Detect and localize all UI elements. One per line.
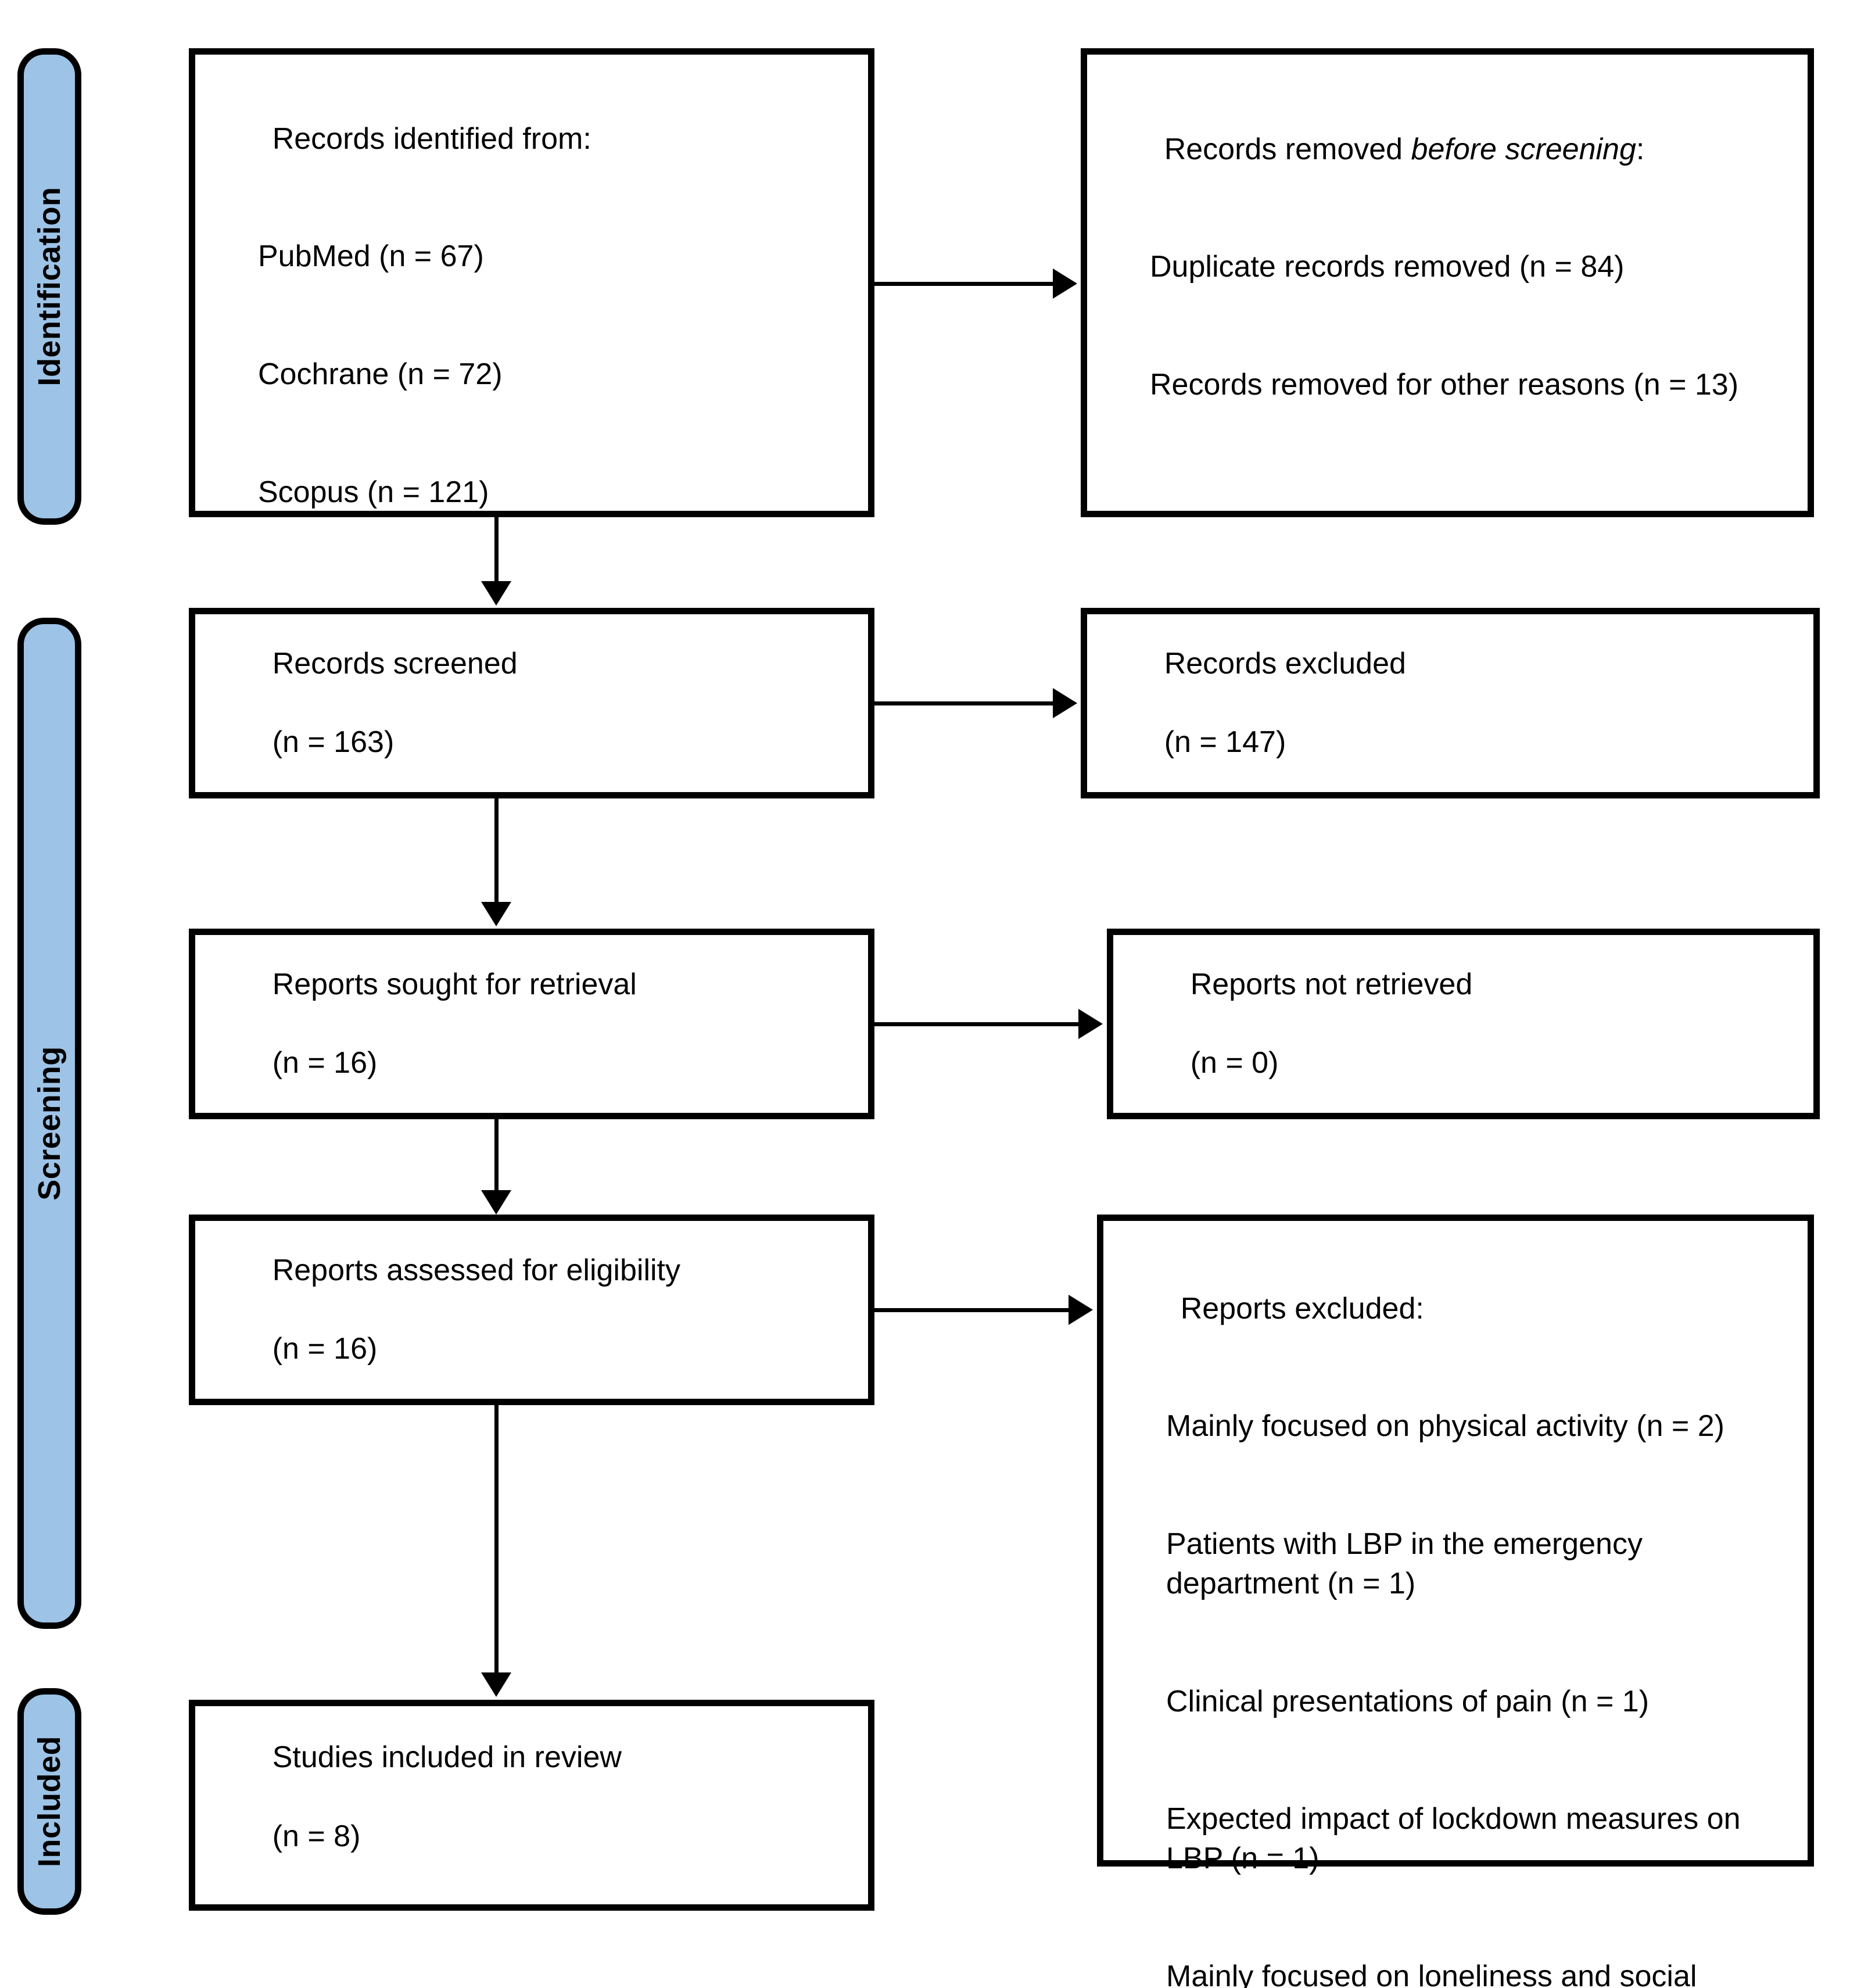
- box-records-screened-text: Records screened (n = 163): [222, 605, 853, 801]
- arrow-screened-to-excluded: [1053, 688, 1077, 718]
- box-reports-assessed-text: Reports assessed for eligibility (n = 16…: [222, 1212, 853, 1408]
- connector-screened-to-sought: [494, 798, 499, 917]
- box-records-removed-text: Records removed before screening: Duplic…: [1114, 91, 1792, 483]
- arrow-sought-to-assessed: [481, 1190, 511, 1215]
- records-identified-item-1: Cochrane (n = 72): [258, 357, 503, 392]
- connector-identified-to-removed: [874, 282, 1056, 286]
- studies-included-line2: (n = 8): [272, 1819, 361, 1853]
- records-removed-heading-suffix: :: [1636, 132, 1645, 166]
- reports-sought-line2: (n = 16): [272, 1045, 378, 1080]
- box-records-screened: Records screened (n = 163): [189, 608, 874, 798]
- arrow-identified-to-removed: [1053, 268, 1077, 299]
- reports-sought-line1: Reports sought for retrieval: [272, 967, 637, 1001]
- records-removed-heading-plain: Records removed: [1164, 132, 1411, 166]
- records-identified-heading: Records identified from:: [272, 121, 591, 156]
- records-identified-item-0: PubMed (n = 67): [258, 239, 484, 274]
- records-removed-item-0: Duplicate records removed (n = 84): [1150, 250, 1625, 284]
- reports-excluded-item-0: Mainly focused on physical activity (n =…: [1166, 1409, 1724, 1443]
- reports-not-retrieved-line2: (n = 0): [1190, 1045, 1279, 1080]
- reports-excluded-heading: Reports excluded:: [1180, 1291, 1424, 1326]
- connector-screened-to-excluded: [874, 701, 1056, 705]
- connector-identified-to-screened: [494, 517, 499, 594]
- reports-excluded-item-1: Patients with LBP in the emergency depar…: [1166, 1527, 1651, 1600]
- box-reports-not-retrieved: Reports not retrieved (n = 0): [1107, 929, 1820, 1119]
- records-identified-item-2: Scopus (n = 121): [258, 475, 489, 509]
- arrow-screened-to-sought: [481, 902, 511, 926]
- box-records-removed-before-screening: Records removed before screening: Duplic…: [1081, 48, 1814, 517]
- connector-sought-to-assessed: [494, 1119, 499, 1208]
- phase-label-identification: Identification: [32, 187, 67, 386]
- box-records-identified: Records identified from: PubMed (n = 67)…: [189, 48, 874, 517]
- box-reports-assessed: Reports assessed for eligibility (n = 16…: [189, 1215, 874, 1405]
- reports-excluded-item-4: Mainly focused on loneliness and social …: [1166, 1959, 1697, 1988]
- connector-assessed-to-excluded: [874, 1308, 1072, 1312]
- phase-bar-screening: Screening: [17, 618, 81, 1629]
- box-studies-included: Studies included in review (n = 8): [189, 1700, 874, 1911]
- records-screened-line1: Records screened: [272, 646, 518, 680]
- arrow-identified-to-screened: [481, 581, 511, 606]
- box-studies-included-text: Studies included in review (n = 8): [222, 1699, 853, 1896]
- phase-label-included: Included: [32, 1735, 67, 1868]
- records-removed-item-1: Records removed for other reasons (n = 1…: [1150, 368, 1739, 402]
- box-reports-sought: Reports sought for retrieval (n = 16): [189, 929, 874, 1119]
- connector-assessed-to-included: [494, 1405, 499, 1690]
- box-records-identified-text: Records identified from: PubMed (n = 67)…: [222, 80, 853, 591]
- reports-assessed-line2: (n = 16): [272, 1331, 378, 1366]
- phase-label-screening: Screening: [32, 1046, 67, 1201]
- box-reports-not-retrieved-text: Reports not retrieved (n = 0): [1140, 926, 1798, 1122]
- arrow-assessed-to-excluded: [1069, 1295, 1093, 1325]
- records-removed-heading-italic: before screening: [1411, 132, 1636, 166]
- box-reports-sought-text: Reports sought for retrieval (n = 16): [222, 926, 853, 1122]
- records-screened-line2: (n = 163): [272, 725, 395, 759]
- box-records-excluded: Records excluded (n = 147): [1081, 608, 1820, 798]
- records-excluded-line1: Records excluded: [1164, 646, 1406, 680]
- connector-sought-to-not-retrieved: [874, 1022, 1082, 1026]
- box-reports-excluded-text: Reports excluded: Mainly focused on phys…: [1130, 1250, 1792, 1988]
- reports-excluded-item-3: Expected impact of lockdown measures on …: [1166, 1802, 1749, 1875]
- arrow-assessed-to-included: [481, 1672, 511, 1697]
- reports-not-retrieved-line1: Reports not retrieved: [1190, 967, 1473, 1001]
- phase-bar-included: Included: [17, 1688, 81, 1915]
- reports-excluded-item-2: Clinical presentations of pain (n = 1): [1166, 1684, 1650, 1718]
- box-records-excluded-text: Records excluded (n = 147): [1114, 605, 1798, 801]
- studies-included-line1: Studies included in review: [272, 1740, 622, 1775]
- reports-assessed-line1: Reports assessed for eligibility: [272, 1253, 680, 1287]
- arrow-sought-to-not-retrieved: [1078, 1009, 1103, 1039]
- box-reports-excluded: Reports excluded: Mainly focused on phys…: [1097, 1215, 1814, 1988]
- records-excluded-line2: (n = 147): [1164, 725, 1286, 759]
- phase-bar-identification: Identification: [17, 48, 81, 525]
